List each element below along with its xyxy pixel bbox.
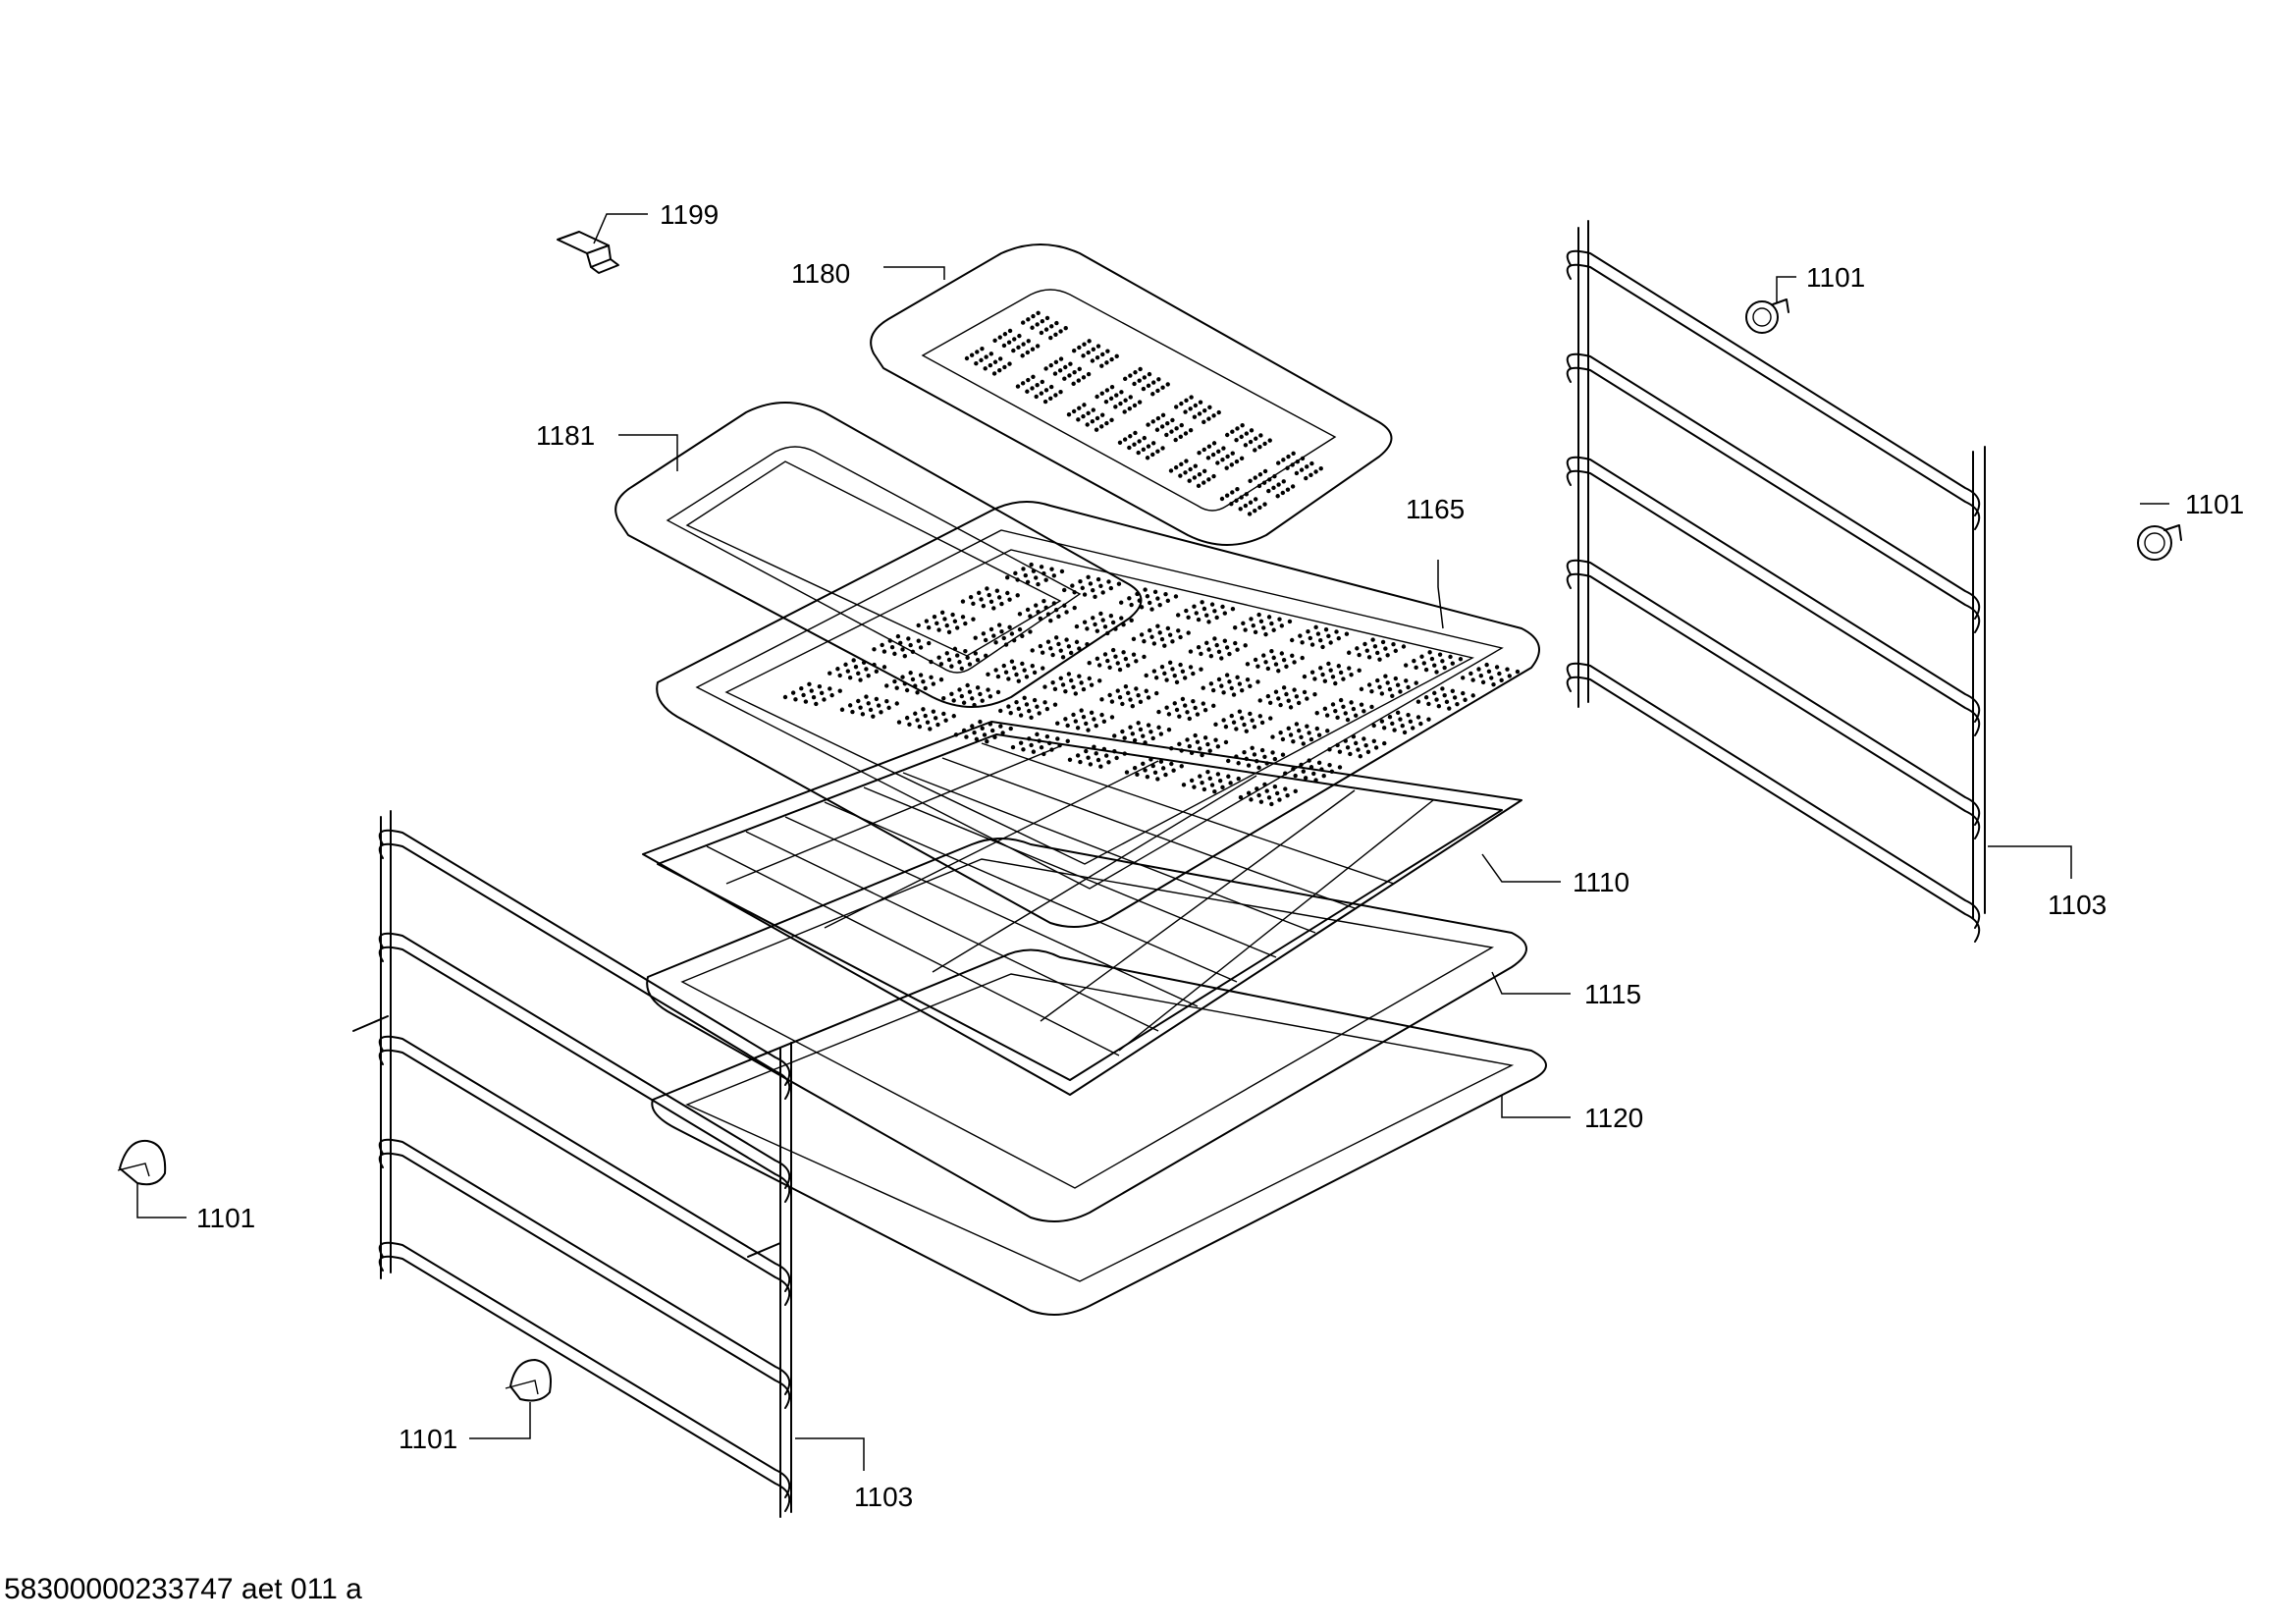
- clip-1199: [557, 231, 619, 274]
- baking-tray: [646, 838, 1527, 1222]
- perforated-tray: [870, 244, 1393, 546]
- part-labels: 1199 1180 1181 1165 1101 1101 1103 1110 …: [196, 199, 2244, 1512]
- leader-lines: [136, 213, 2169, 1471]
- label-1103-left: 1103: [854, 1482, 913, 1512]
- perforated-baking-tray: [656, 501, 1540, 928]
- label-1180: 1180: [791, 258, 850, 289]
- perforation-pattern: [782, 562, 1521, 807]
- solid-tray: [614, 402, 1143, 708]
- label-1101-right-top: 1101: [1806, 262, 1865, 293]
- grid-shelf-bars: [706, 742, 1434, 1056]
- clip-1101-left: [117, 1139, 167, 1186]
- label-1110: 1110: [1573, 867, 1629, 897]
- right-side-rail: [1566, 220, 1986, 943]
- clip-1101-right-top: [1745, 298, 1789, 334]
- label-1165: 1165: [1406, 494, 1465, 524]
- clip-1101-left-bottom: [505, 1359, 552, 1402]
- perforation-pattern: [964, 310, 1323, 516]
- label-1181: 1181: [536, 420, 595, 451]
- left-side-rail: [352, 810, 792, 1518]
- universal-pan: [651, 948, 1547, 1316]
- drawing-number: 58300000233747 aet 011 a: [4, 1573, 362, 1605]
- grid-shelf: [642, 721, 1522, 1096]
- label-1101-left: 1101: [196, 1203, 255, 1233]
- label-1103-right: 1103: [2048, 890, 2107, 920]
- label-1199: 1199: [660, 199, 719, 230]
- label-1101-right-mid: 1101: [2185, 489, 2244, 519]
- label-1115: 1115: [1584, 979, 1641, 1009]
- label-1120: 1120: [1584, 1103, 1643, 1133]
- label-1101-left-bottom: 1101: [399, 1424, 457, 1454]
- clip-1101-right-mid: [2137, 524, 2182, 561]
